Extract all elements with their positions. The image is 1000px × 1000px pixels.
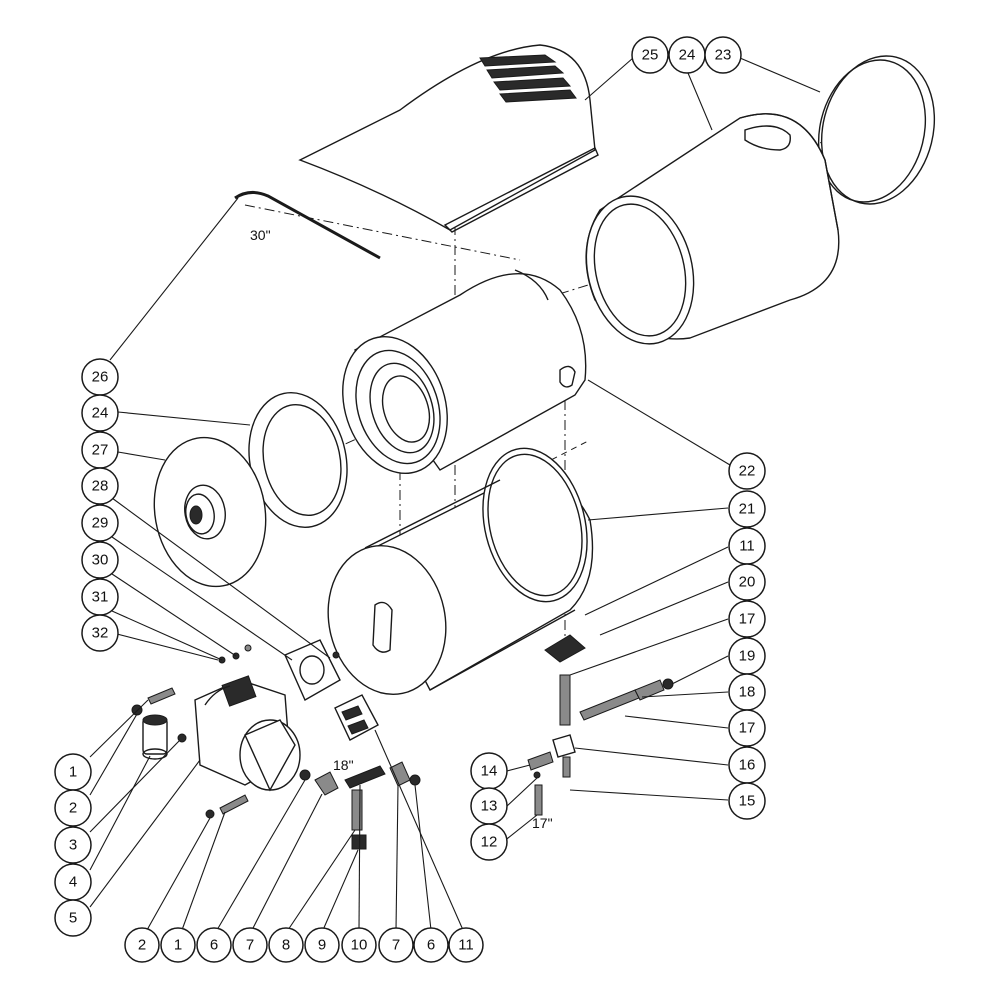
callout-label: 6 <box>210 937 218 954</box>
callout-label: 27 <box>92 442 109 459</box>
fasteners <box>218 644 340 664</box>
top-grille-cover <box>298 44 599 233</box>
tube-length-label: 17" <box>532 815 553 831</box>
callout-bubble: 23 <box>704 36 742 74</box>
callout-label: 24 <box>679 47 696 64</box>
callout-label: 18 <box>739 684 756 701</box>
callout-label: 8 <box>282 937 290 954</box>
callout-bubble: 6 <box>196 927 232 963</box>
callout-bubble: 8 <box>268 927 304 963</box>
callout-bubble: 18 <box>728 673 766 711</box>
wire-length-label: 30" <box>250 227 271 243</box>
callout-label: 1 <box>174 937 182 954</box>
callout-label: 26 <box>92 369 109 386</box>
callout-bubble: 7 <box>232 927 268 963</box>
end-cap-disc <box>817 55 936 205</box>
callout-bubble: 12 <box>470 823 508 861</box>
callout-bubble: 3 <box>54 826 92 864</box>
callout-label: 2 <box>138 937 146 954</box>
callout-label: 30 <box>92 552 109 569</box>
callout-label: 15 <box>739 793 756 810</box>
callout-bubble: 30 <box>81 541 119 579</box>
callout-label: 1 <box>69 764 77 781</box>
callout-label: 16 <box>739 757 756 774</box>
callout-label: 9 <box>318 937 326 954</box>
callout-bubble: 28 <box>81 467 119 505</box>
callout-label: 5 <box>69 910 77 927</box>
callout-bubble: 2 <box>54 789 92 827</box>
callout-bubble: 29 <box>81 504 119 542</box>
callout-bubble: 4 <box>54 863 92 901</box>
hose-length-label: 18" <box>333 757 354 773</box>
callout-bubble: 31 <box>81 578 119 616</box>
callout-bubble: 11 <box>728 527 766 565</box>
callout-bubble: 32 <box>81 614 119 652</box>
grille-slots <box>479 54 577 103</box>
callout-label: 17 <box>739 720 756 737</box>
burner-motor-assembly <box>194 675 301 792</box>
callout-label: 19 <box>739 648 756 665</box>
callout-label: 13 <box>481 798 498 815</box>
callout-label: 10 <box>351 937 368 954</box>
inner-heater-cylinder <box>342 269 587 475</box>
callout-label: 3 <box>69 837 77 854</box>
callout-bubble: 14 <box>470 752 508 790</box>
callout-bubble: 21 <box>728 490 766 528</box>
mounting-gasket <box>284 639 341 701</box>
callout-label: 28 <box>92 478 109 495</box>
callout-bubble: 1 <box>54 753 92 791</box>
callout-bubble: 17 <box>728 709 766 747</box>
callout-label: 14 <box>481 763 498 780</box>
callout-bubble: 6 <box>413 927 449 963</box>
callout-label: 24 <box>92 405 109 422</box>
callout-label: 32 <box>92 625 109 642</box>
callout-bubble: 27 <box>81 431 119 469</box>
callout-label: 2 <box>69 800 77 817</box>
callout-bubble: 9 <box>304 927 340 963</box>
callout-label: 31 <box>92 589 109 606</box>
callout-label: 11 <box>739 538 755 555</box>
callout-label: 17 <box>739 611 756 628</box>
wire-harness <box>234 191 381 260</box>
callout-bubble: 2 <box>124 927 160 963</box>
filter-cartridge <box>142 714 168 760</box>
callout-bubble: 13 <box>470 787 508 825</box>
callout-bubble: 15 <box>728 782 766 820</box>
callout-label: 7 <box>392 937 400 954</box>
callout-bubble: 5 <box>54 899 92 937</box>
callout-bubble: 7 <box>378 927 414 963</box>
fuel-tube-assembly <box>527 674 674 816</box>
callout-bubble: 19 <box>728 637 766 675</box>
dimension-labels: 30" 18" 17" <box>250 227 553 831</box>
callout-label: 25 <box>642 47 659 64</box>
callout-label: 21 <box>739 501 756 518</box>
callout-label: 29 <box>92 515 109 532</box>
callout-bubble: 16 <box>728 746 766 784</box>
callout-bubble: 26 <box>81 358 119 396</box>
callout-bubble: 10 <box>341 927 377 963</box>
callout-label: 22 <box>739 463 756 480</box>
hose-fittings <box>299 761 421 850</box>
callout-label: 4 <box>69 874 77 891</box>
callout-label: 6 <box>427 937 435 954</box>
leader-lines <box>89 57 821 931</box>
callouts: 25 24 23 26 24 27 28 29 30 31 32 22 21 1… <box>54 36 766 963</box>
callout-bubble: 25 <box>631 36 669 74</box>
callout-label: 23 <box>715 47 732 64</box>
callout-bubble: 11 <box>448 927 484 963</box>
frame-drum <box>327 447 594 696</box>
callout-label: 12 <box>481 834 498 851</box>
callout-bubble: 22 <box>728 452 766 490</box>
outer-cylinder-shell <box>585 113 840 345</box>
callout-bubble: 24 <box>668 36 706 74</box>
callout-bubble: 24 <box>81 394 119 432</box>
callout-bubble: 1 <box>160 927 196 963</box>
callout-bubble: 17 <box>728 600 766 638</box>
bracket-plate <box>334 634 586 741</box>
callout-bubble: 20 <box>728 563 766 601</box>
callout-label: 7 <box>246 937 254 954</box>
callout-label: 11 <box>458 937 474 954</box>
callout-label: 20 <box>739 574 756 591</box>
